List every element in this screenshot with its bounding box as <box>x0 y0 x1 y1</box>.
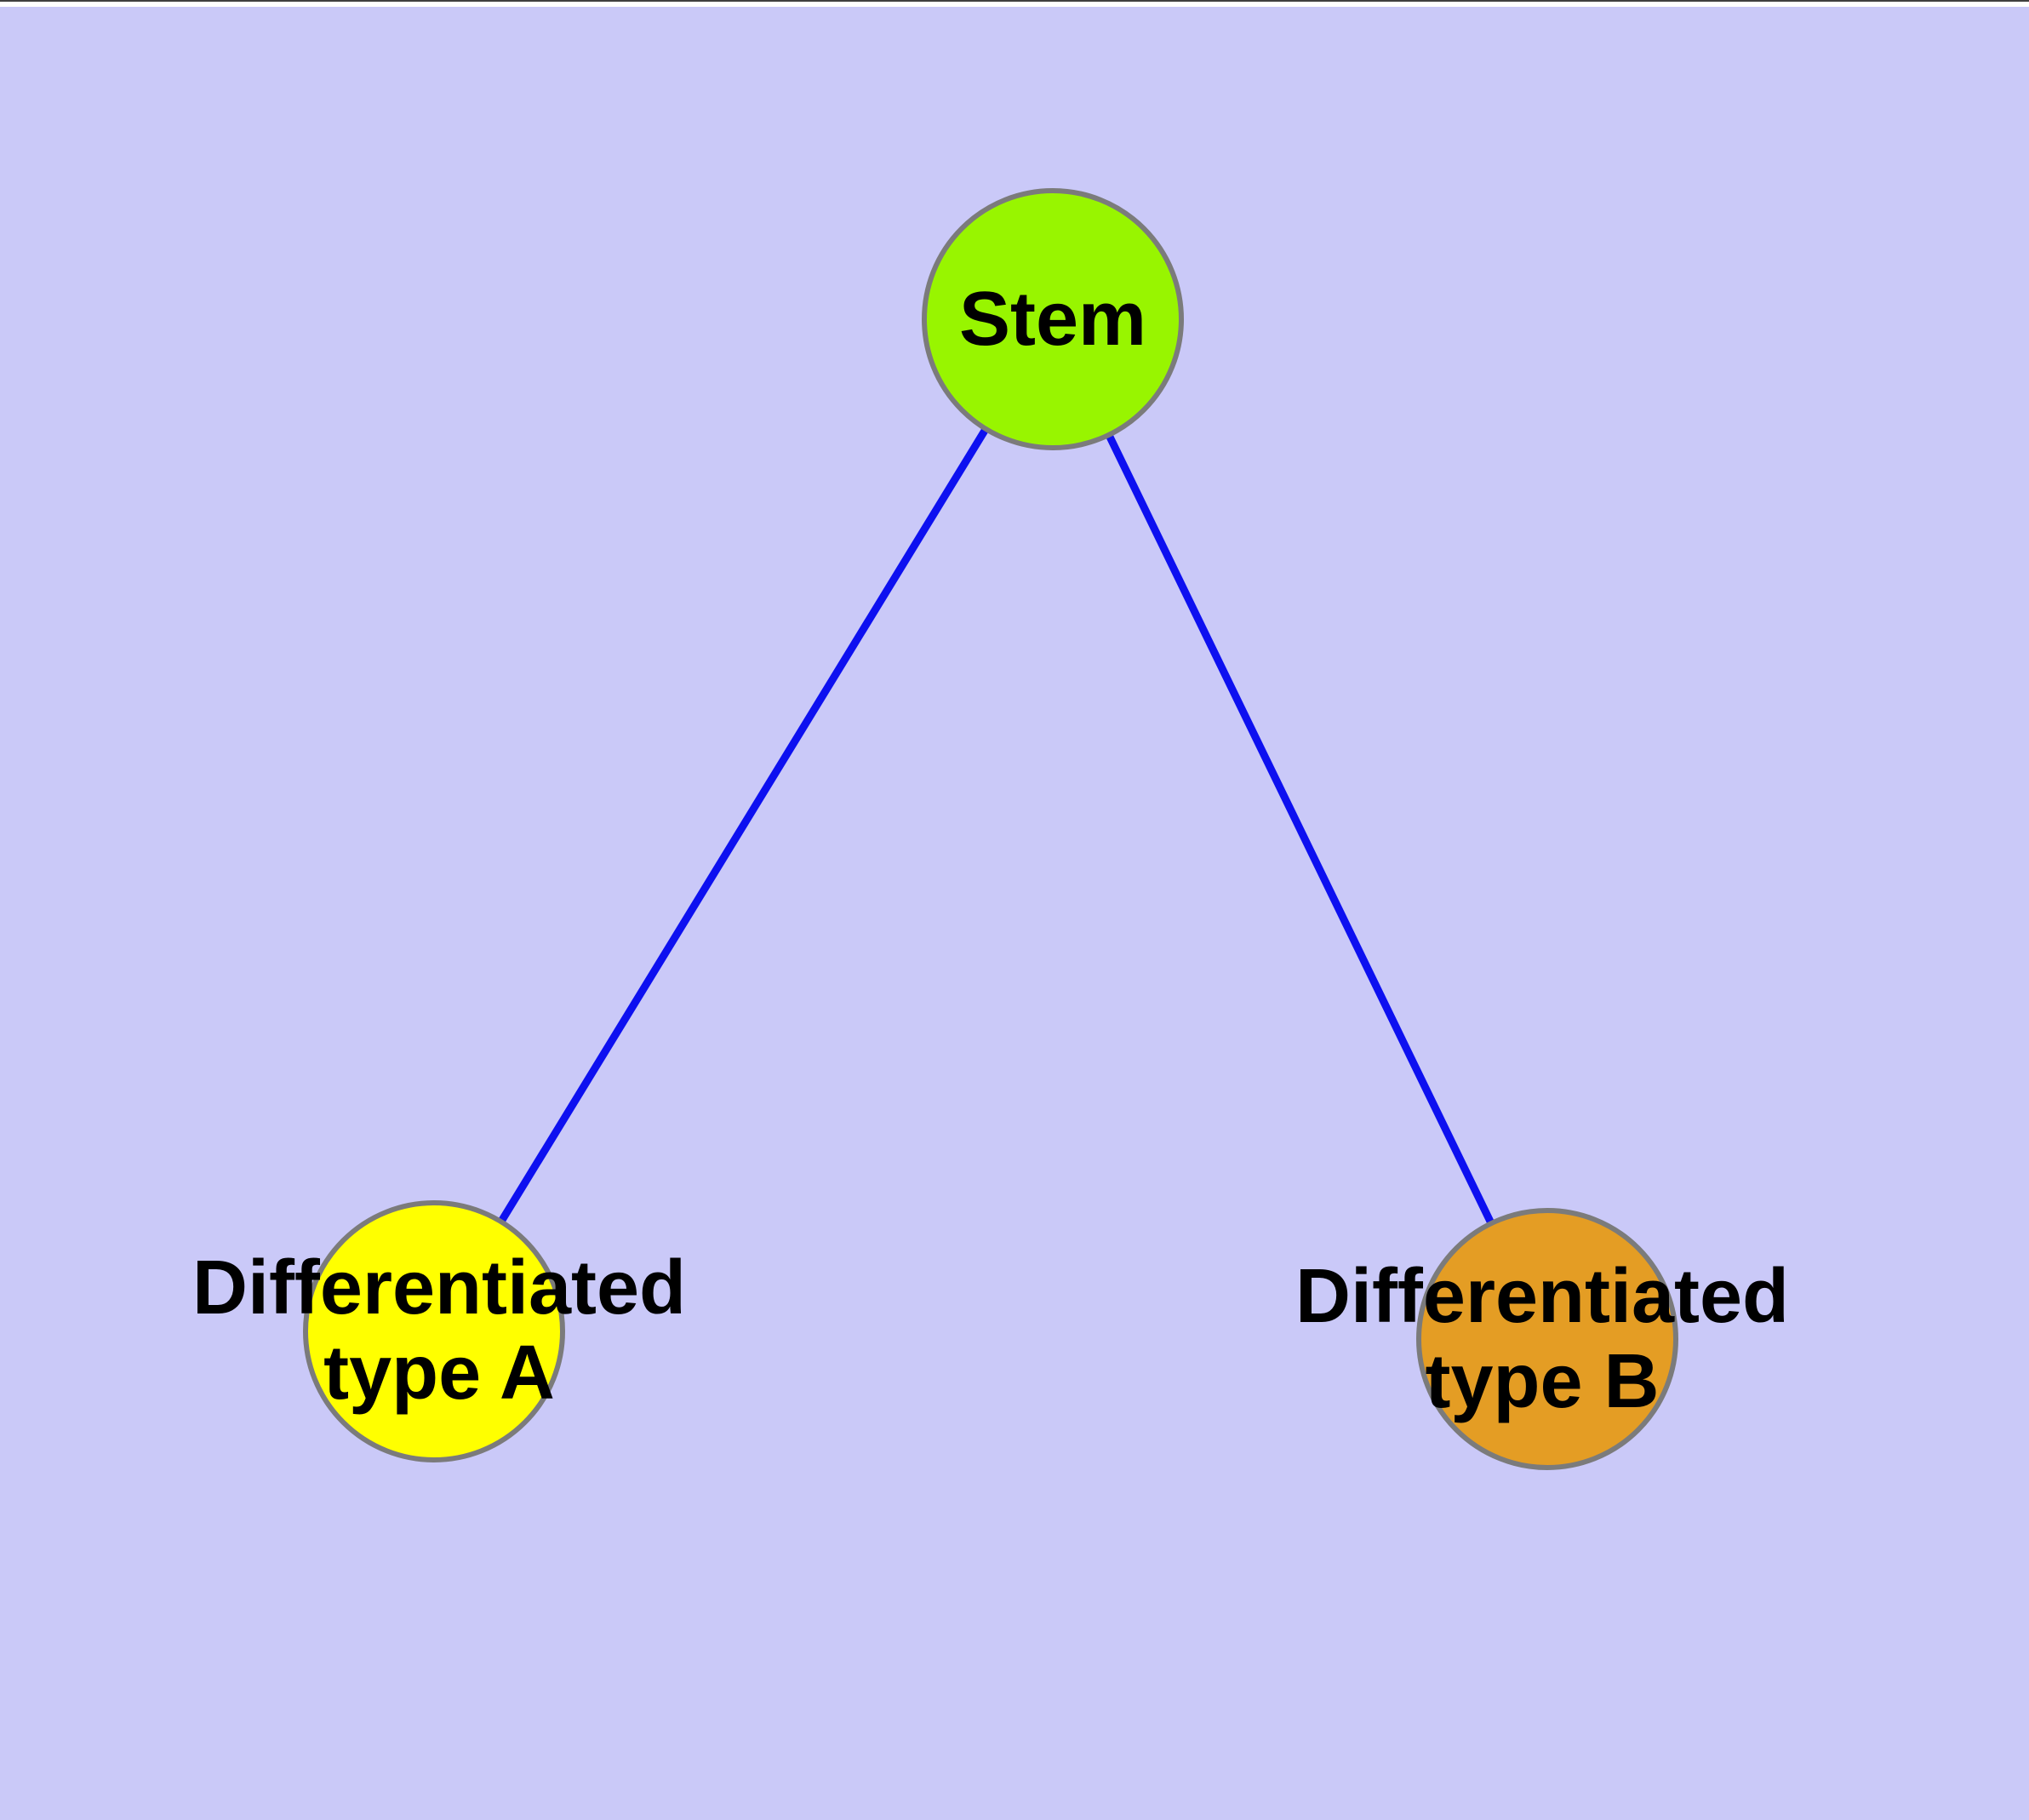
edge-stem-to-type-a <box>431 317 1056 1334</box>
type-b-node <box>1416 1208 1678 1470</box>
type-a-node <box>303 1200 565 1462</box>
stem-node <box>922 188 1184 450</box>
window-top-edge-strip <box>0 0 2029 7</box>
edge-stem-to-type-b <box>1049 318 1552 1341</box>
